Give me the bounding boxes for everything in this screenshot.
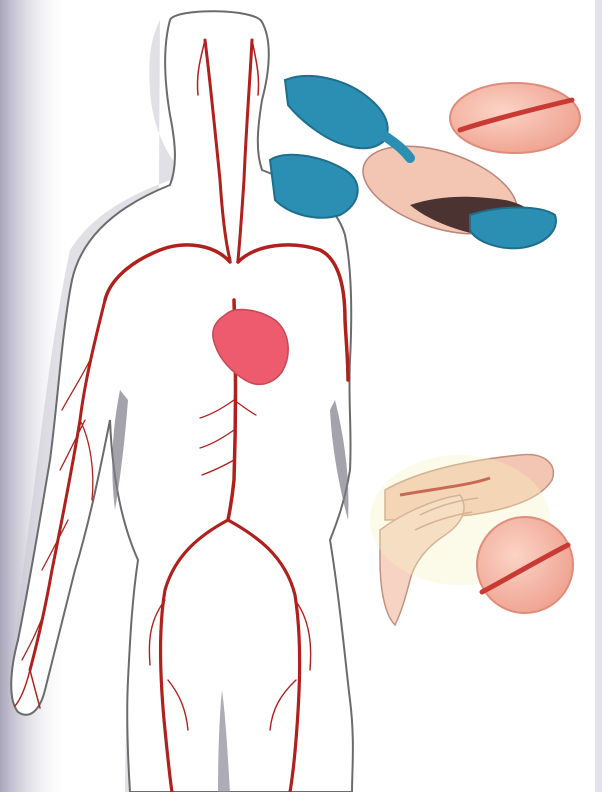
artery-magnifier-icon (477, 517, 573, 613)
artery-magnifier-icon (450, 83, 580, 153)
page-right-edge (595, 0, 602, 792)
